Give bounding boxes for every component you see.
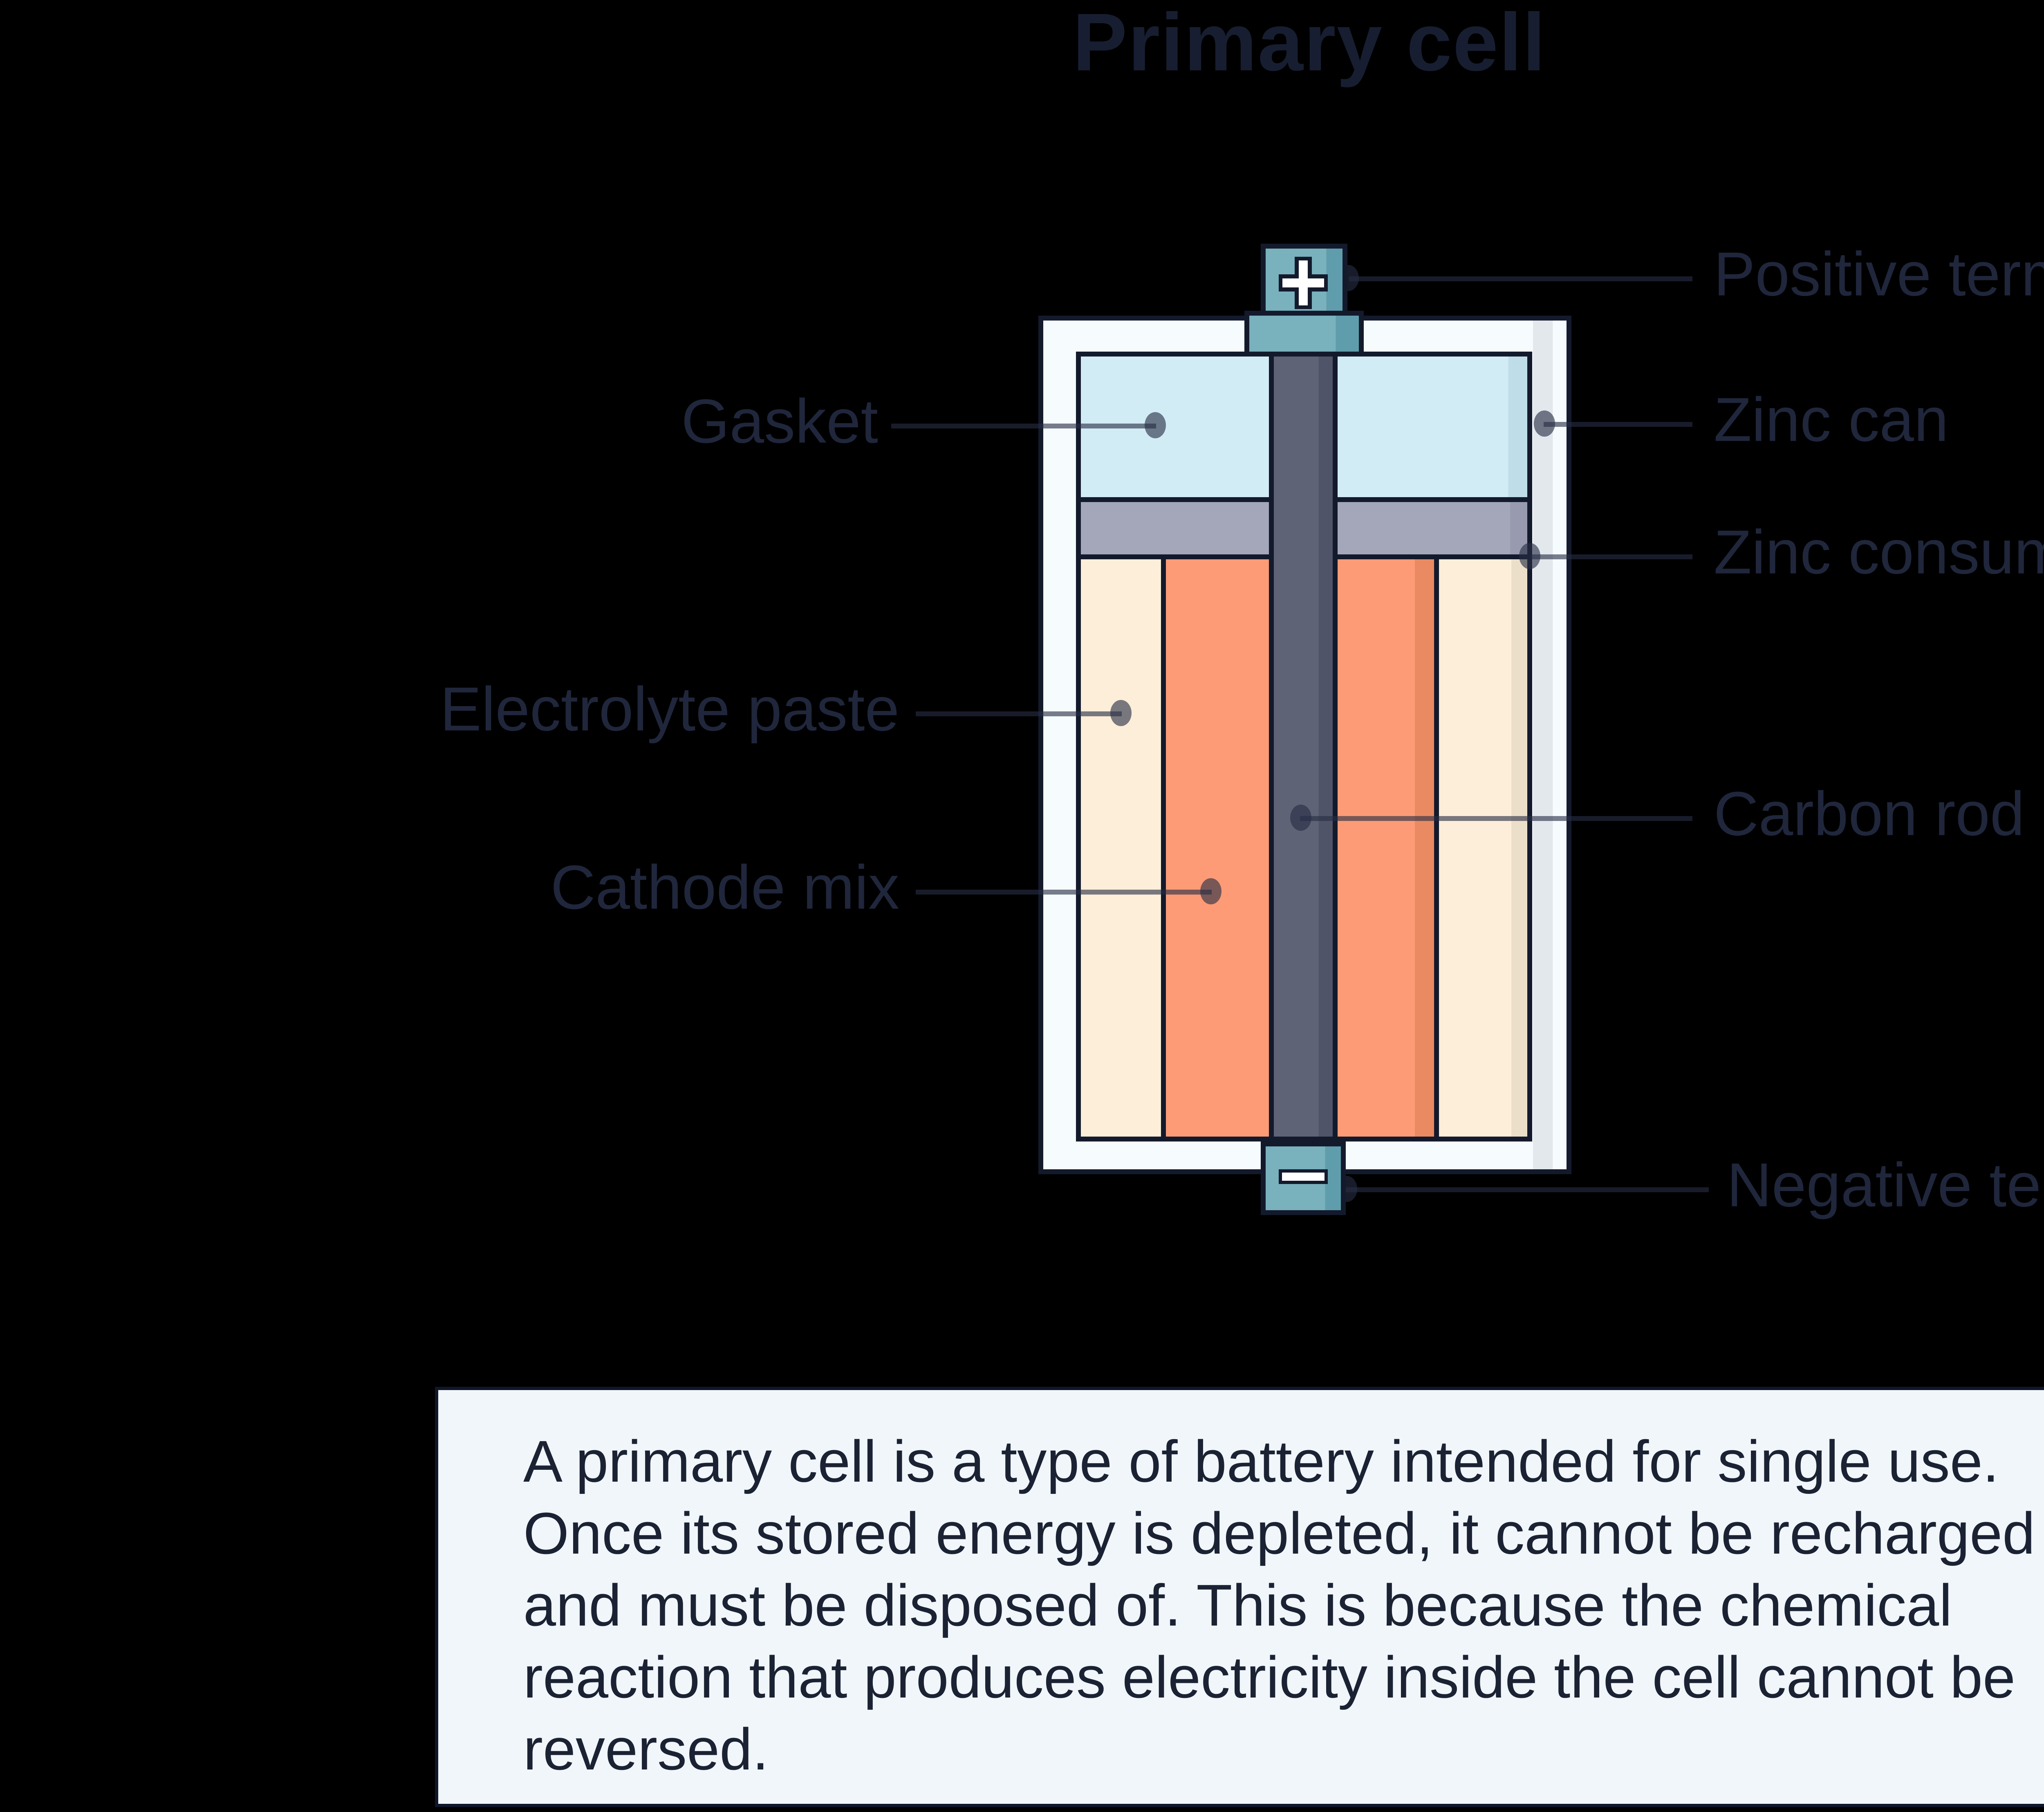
positive-terminal-leader-line [1349, 276, 1692, 280]
zinc-consumed-layer-right [1338, 502, 1527, 559]
label-cathode-mix: Cathode mix [550, 854, 899, 924]
minus-icon [1279, 1169, 1328, 1184]
label-zinc-consumed: Zinc consumed [1714, 519, 2044, 588]
label-zinc-can: Zinc can [1714, 387, 1949, 456]
negative-terminal-leader-line [1346, 1186, 1709, 1191]
gasket-leader-line [891, 423, 1156, 428]
zinc-can-dot [1534, 410, 1555, 437]
description-line: reaction that produces electricity insid… [523, 1644, 2016, 1711]
description-line: Once its stored energy is depleted, it c… [523, 1500, 2035, 1567]
zinc-consumed-dot [1519, 543, 1540, 569]
zinc-can-leader-line [1544, 421, 1692, 426]
page-title: Primary cell [1072, 0, 1546, 88]
battery-diagram [1038, 244, 1571, 1215]
description-line: reversed. [523, 1716, 769, 1783]
electrolyte-paste-column-left [1081, 559, 1166, 1137]
negative-terminal-cap [1261, 1141, 1346, 1215]
positive-terminal-cap [1260, 244, 1347, 316]
carbon-rod-dot [1290, 805, 1311, 831]
cathode-mix-column-right [1338, 559, 1439, 1137]
label-positive-terminal: Positive terminal [1714, 241, 2044, 310]
plus-icon [1279, 256, 1328, 308]
label-electrolyte-paste: Electrolyte paste [440, 676, 899, 745]
description-line: and must be disposed of. This is because… [523, 1572, 1952, 1639]
label-gasket: Gasket [681, 388, 878, 457]
description-line: A primary cell is a type of battery inte… [523, 1428, 1999, 1495]
gasket-layer-left [1081, 357, 1269, 502]
description-box: A primary cell is a type of battery inte… [435, 1387, 2044, 1807]
carbon-rod-leader-line [1300, 815, 1692, 820]
positive-terminal-collar [1244, 311, 1363, 352]
electrolyte-paste-leader-line [916, 711, 1122, 715]
carbon-rod-bar [1269, 357, 1338, 1137]
cathode-mix-leader-line [916, 889, 1212, 894]
gasket-dot [1145, 412, 1166, 438]
electrolyte-paste-column-right [1439, 559, 1527, 1137]
cathode-mix-dot [1200, 878, 1221, 904]
zinc-consumed-leader-line [1531, 554, 1692, 558]
cathode-mix-column-left [1166, 559, 1269, 1137]
gasket-layer-right [1338, 357, 1527, 502]
label-carbon-rod: Carbon rod [1714, 781, 2025, 850]
label-negative-terminal: Negative terminal [1727, 1152, 2044, 1221]
zinc-consumed-layer-left [1081, 502, 1269, 559]
cell-cavity [1076, 352, 1532, 1141]
electrolyte-paste-dot [1110, 700, 1132, 726]
